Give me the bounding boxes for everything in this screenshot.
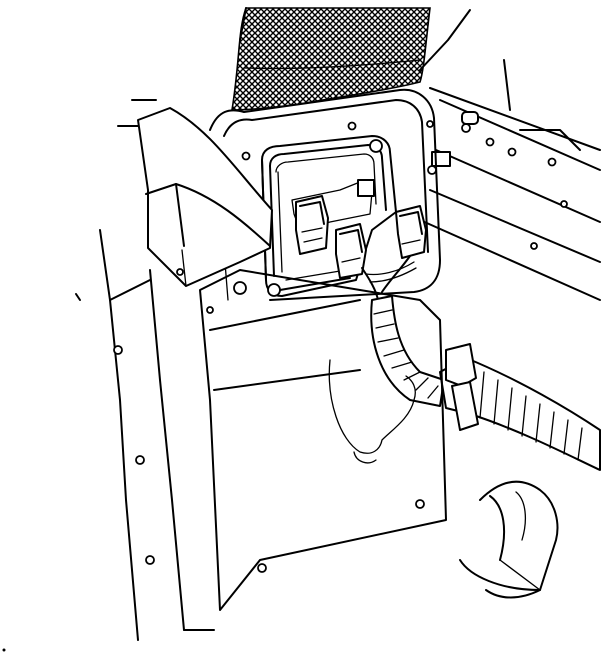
lower-cover: [199, 269, 447, 611]
speck-mark: [2, 648, 6, 652]
wiring-harness: [361, 255, 445, 407]
module-housing: [261, 135, 397, 297]
connector-right: [395, 205, 427, 259]
rear-cylinder: [459, 480, 559, 599]
connector-left: [295, 195, 329, 255]
corrugated-conduit: [439, 343, 601, 471]
mesh-grille: [231, 7, 431, 111]
fender-panel: [75, 229, 215, 641]
connector-center: [335, 223, 367, 279]
side-bracket: [117, 99, 273, 287]
upper-rail: [419, 9, 601, 301]
